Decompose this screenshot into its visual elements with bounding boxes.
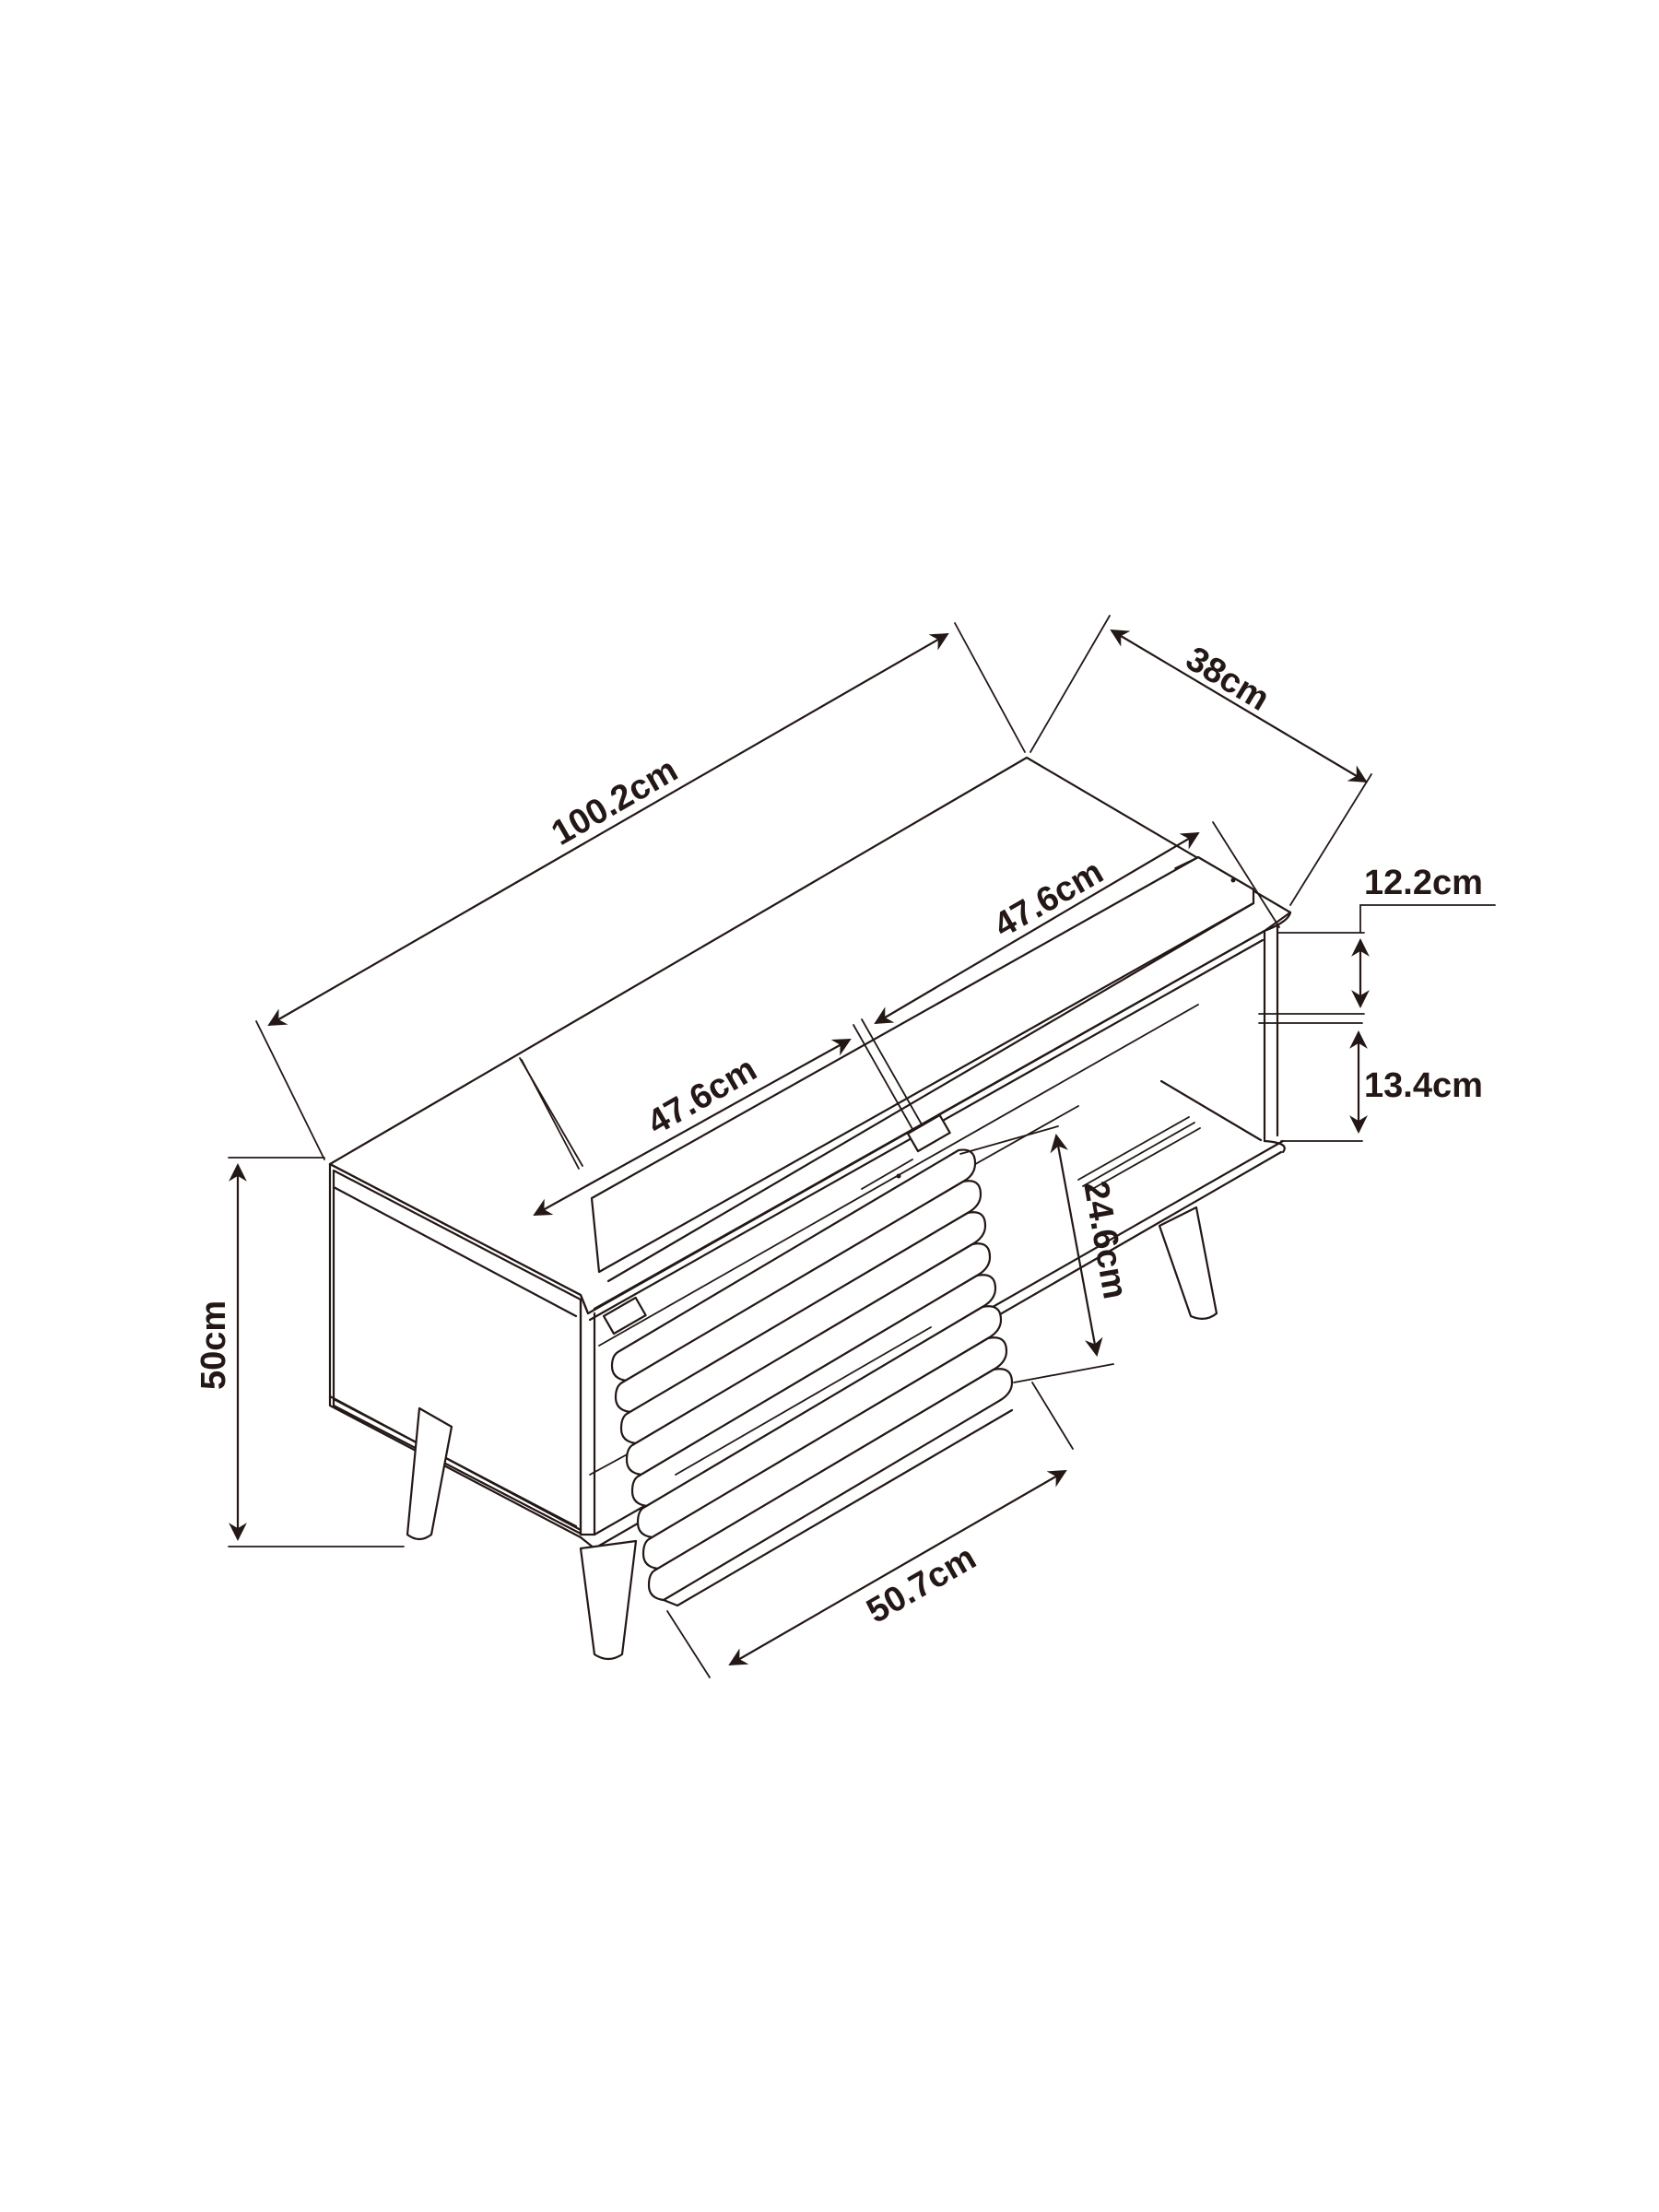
- label-depth: 38cm: [1179, 640, 1276, 719]
- dim-height: 50cm: [194, 1157, 405, 1547]
- door-clip-right: [906, 1113, 951, 1153]
- label-overall-width: 100.2cm: [546, 750, 685, 853]
- dim-lower-shelf-height: 13.4cm: [1280, 1030, 1483, 1142]
- leg-back-left: [406, 1406, 453, 1541]
- label-height: 50cm: [194, 1300, 233, 1390]
- label-upper-shelf-height: 12.2cm: [1364, 864, 1483, 902]
- door-clip-left: [602, 1296, 647, 1335]
- label-door-width: 50.7cm: [861, 1538, 983, 1631]
- leg-front-left: [579, 1539, 638, 1661]
- label-lower-shelf-height: 13.4cm: [1364, 1066, 1483, 1105]
- leg-back-right: [1158, 1206, 1218, 1320]
- legs: [406, 1206, 1218, 1661]
- dim-upper-shelf-height: 12.2cm: [1258, 864, 1496, 1024]
